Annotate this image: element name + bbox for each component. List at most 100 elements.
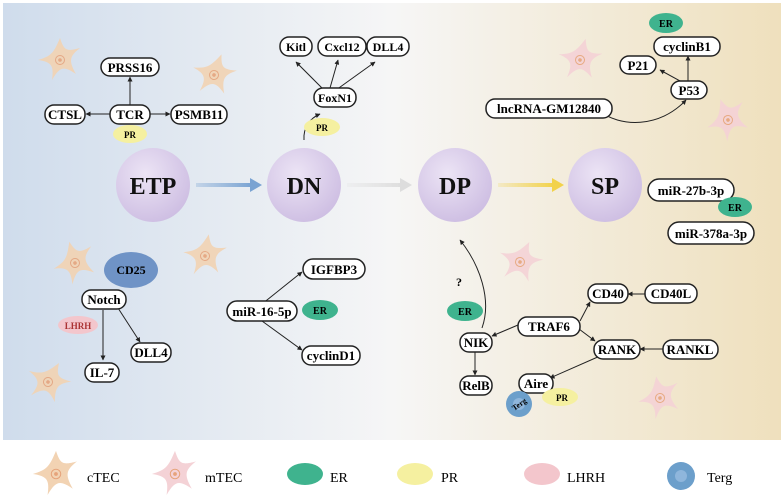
igfbp3-node	[302, 258, 366, 280]
cd40-node	[587, 283, 629, 304]
legend-lhrh-icon	[524, 463, 560, 485]
relb-node	[459, 375, 493, 396]
terg-cell-nucleus	[513, 398, 525, 410]
foxn1-label: FoxN1	[318, 91, 352, 105]
pr-label: PR	[556, 393, 568, 403]
dll4-node	[366, 36, 410, 57]
lhrh-receptor-icon	[58, 316, 98, 334]
cyclind1-label: cyclinD1	[307, 348, 355, 363]
arrow-dp-to-sp	[498, 178, 564, 192]
lhrh-label: LHRH	[65, 321, 92, 331]
pr-receptor-icon	[113, 125, 147, 143]
mir-27b-node	[647, 178, 735, 202]
rankl-node	[662, 339, 719, 360]
prss16-node	[100, 57, 160, 77]
legend-pr-label: PR	[441, 471, 459, 486]
legend-ctec-label: cTEC	[87, 471, 120, 486]
legend-er-label: ER	[330, 471, 349, 486]
pr-label: PR	[124, 130, 136, 140]
er-receptor-icon	[718, 197, 752, 217]
p53-label: P53	[679, 83, 700, 98]
dll4-label: DLL4	[373, 40, 404, 54]
legend-pr-icon	[397, 463, 433, 485]
legend-mtec-label: mTEC	[205, 471, 242, 486]
p21-node	[619, 55, 657, 75]
relb-label: RelB	[462, 378, 490, 393]
mir-378a-label: miR-378a-3p	[675, 226, 747, 241]
cd40l-node	[644, 283, 698, 304]
rank-label: RANK	[598, 342, 637, 357]
il7-node	[84, 362, 120, 383]
legend-lhrh-label: LHRH	[567, 471, 605, 486]
foxn1-node	[313, 87, 357, 108]
cyclinb1-label: cyclinB1	[663, 39, 711, 54]
traf6-label: TRAF6	[528, 319, 570, 334]
pr-receptor-icon	[304, 118, 340, 136]
stage-sp-label: SP	[591, 174, 619, 200]
arrow-etp-to-dn	[196, 178, 262, 192]
cd40-label: CD40	[592, 286, 624, 301]
p21-label: P21	[628, 58, 649, 73]
kitl-label: Kitl	[286, 40, 307, 54]
er-receptor-icon	[649, 13, 683, 33]
legend-er-icon	[287, 463, 323, 485]
dll4-label: DLL4	[134, 345, 168, 360]
er-label: ER	[458, 307, 473, 318]
cxcl12-node	[317, 36, 367, 57]
psmb11-label: PSMB11	[175, 107, 223, 122]
lncrna-gm12840-node	[485, 98, 613, 119]
stage-etp-circle	[116, 148, 190, 222]
stage-dp-label: DP	[439, 174, 471, 200]
mir-16-node	[226, 300, 298, 322]
ctsl-label: CTSL	[48, 107, 82, 122]
il7-label: IL-7	[90, 365, 115, 380]
dll4-node	[130, 342, 172, 363]
psmb11-node	[170, 104, 228, 125]
er-label: ER	[313, 306, 328, 317]
pr-receptor-icon	[542, 388, 578, 406]
cyclind1-node	[301, 345, 361, 366]
notch-node	[81, 289, 127, 310]
unknown-link-question-mark: ?	[456, 275, 462, 289]
stage-dn-label: DN	[287, 174, 322, 200]
nik-node	[459, 332, 493, 353]
mir-27b-label: miR-27b-3p	[658, 183, 724, 198]
mir-378a-node	[667, 221, 755, 245]
er-label: ER	[659, 19, 674, 30]
lncrna-gm12840-label: lncRNA-GM12840	[497, 101, 601, 116]
stage-dp-circle	[418, 148, 492, 222]
legend-terg-nucleus	[675, 470, 687, 482]
prss16-label: PRSS16	[108, 60, 153, 75]
rankl-label: RANKL	[667, 342, 714, 357]
cd25-label: CD25	[116, 263, 145, 277]
cd40l-label: CD40L	[651, 286, 692, 301]
legend-ctec-icon	[32, 450, 78, 496]
stage-dn-circle	[267, 148, 341, 222]
cd25-receptor-icon	[104, 252, 158, 288]
aire-label: Aire	[524, 376, 549, 391]
kitl-node	[279, 36, 313, 57]
aire-node	[518, 373, 554, 394]
cxcl12-label: Cxcl12	[324, 40, 359, 54]
er-receptor-icon	[302, 300, 338, 320]
rank-node	[593, 339, 641, 360]
mir-16-label: miR-16-5p	[232, 304, 291, 319]
legend: cTEC mTEC ER PR LHRH Terg	[32, 450, 732, 496]
notch-label: Notch	[87, 292, 121, 307]
legend-mtec-icon	[151, 450, 197, 496]
ctsl-node	[44, 104, 86, 125]
stage-etp-label: ETP	[130, 174, 177, 200]
p53-node	[670, 80, 708, 100]
er-label: ER	[728, 203, 743, 214]
er-receptor-icon	[447, 301, 483, 321]
traf6-node	[517, 316, 581, 337]
legend-terg-label: Terg	[707, 471, 732, 486]
tcr-label: TCR	[116, 107, 144, 122]
cyclinb1-node	[653, 36, 721, 57]
nik-label: NIK	[464, 335, 489, 350]
igfbp3-label: IGFBP3	[311, 262, 358, 277]
stage-sp-circle	[568, 148, 642, 222]
tcr-node	[109, 104, 151, 125]
